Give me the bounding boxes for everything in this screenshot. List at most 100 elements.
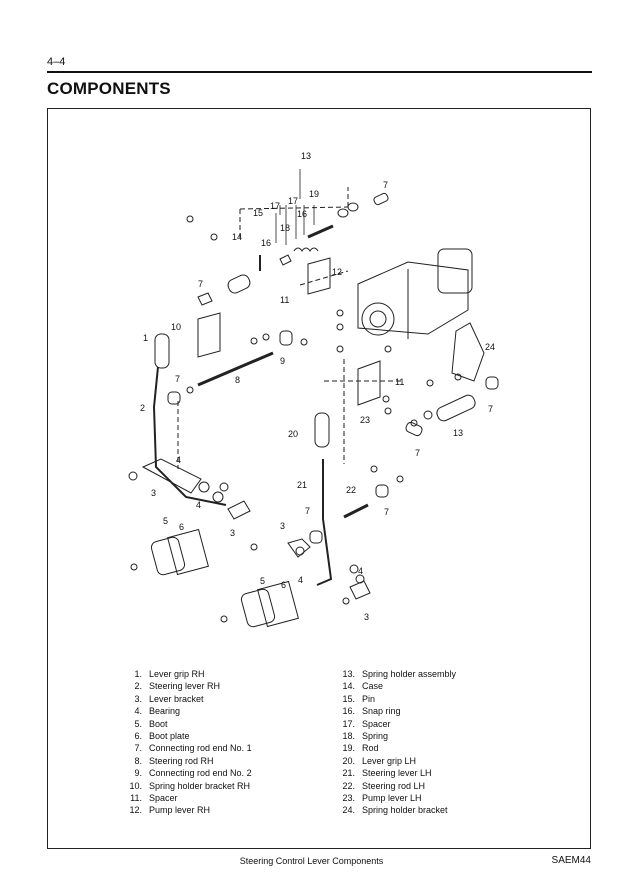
legend-item: 11.Spacer (130, 793, 178, 804)
legend-item: 3.Lever bracket (134, 693, 204, 704)
callout-20: 20 (288, 429, 298, 439)
callout-7b: 7 (198, 279, 203, 289)
legend-item: 14.Case (342, 681, 384, 692)
steering-rod-lh (343, 503, 369, 519)
legend-item: 21.Steering lever LH (342, 768, 432, 779)
legend-right: 13.Spring holder assembly 14.Case 15.Pin… (333, 668, 456, 817)
spring-holder-assembly (436, 394, 476, 422)
legend-item: 15.Pin (342, 693, 376, 704)
figure-frame (47, 108, 591, 849)
case-part (227, 274, 251, 294)
page-number: 4–4 (47, 56, 66, 68)
callout-4c: 4 (358, 566, 363, 576)
legend-item: 18.Spring (342, 731, 389, 742)
callout-11: 11 (280, 295, 289, 305)
callout-1: 1 (143, 333, 148, 343)
callout-5: 5 (163, 516, 168, 526)
legend-item: 6.Boot plate (134, 731, 190, 742)
header-rule (47, 71, 592, 73)
lever-bracket-rh (141, 458, 202, 494)
legend-item: 23.Pump lever LH (342, 793, 422, 804)
legend-item: 1.Lever grip RH (134, 669, 205, 679)
callout-21: 21 (297, 480, 307, 490)
callout-23: 23 (360, 415, 370, 425)
legend-item: 9.Connecting rod end No. 2 (134, 768, 252, 779)
spacer-part (337, 208, 349, 218)
boot-plate-rh (167, 528, 209, 576)
callout-16: 16 (297, 209, 307, 219)
callout-4d: 4 (298, 575, 303, 585)
rod-end-part (373, 192, 389, 206)
legend-item: 20.Lever grip LH (342, 755, 417, 766)
spring-part (293, 247, 319, 252)
legend-item: 16.Snap ring (342, 706, 401, 717)
lever-bracket-lh (287, 538, 311, 558)
page-title: COMPONENTS (47, 79, 171, 98)
spring-holder-bracket-rh (197, 312, 221, 358)
hydraulic-pump (357, 261, 469, 335)
boot-rh (150, 536, 186, 576)
callout-7g: 7 (305, 506, 310, 516)
callout-17b: 17 (288, 196, 298, 206)
figure-caption: Steering Control Lever Components (239, 856, 384, 866)
callout-18: 18 (280, 223, 290, 233)
callout-22: 22 (346, 485, 356, 495)
legend-item: 19.Rod (342, 743, 379, 754)
callout-12: 12 (332, 267, 342, 277)
legend-item: 17.Spacer (342, 718, 391, 729)
callout-19: 19 (309, 189, 319, 199)
callout-6: 6 (179, 522, 184, 532)
callout-7f: 7 (384, 507, 389, 517)
spring-holder-bracket (451, 322, 485, 382)
connecting-rod-end-2 (279, 330, 293, 346)
legend-item: 24.Spring holder bracket (342, 805, 448, 816)
callout-8: 8 (235, 375, 240, 385)
callout-7: 7 (383, 180, 388, 190)
exploded-parts-diagram: 13 7 15 17 17 19 16 18 14 16 12 7 11 10 … (128, 151, 499, 628)
figure-code: SAEM44 (551, 855, 591, 866)
callout-9: 9 (280, 356, 285, 366)
steering-lever-lh (316, 459, 333, 586)
legend-item: 4.Bearing (134, 706, 181, 717)
callout-3b: 3 (230, 528, 235, 538)
spacer-part (347, 202, 359, 212)
legend-item: 10.Spring holder bracket RH (129, 780, 251, 791)
legend-item: 12.Pump lever RH (129, 805, 211, 816)
callout-14: 14 (232, 232, 242, 242)
pump-lever-rh (307, 257, 331, 295)
lever-grip-rh (154, 333, 170, 369)
legend-item: 22.Steering rod LH (342, 780, 426, 791)
callout-11b: 11 (395, 377, 404, 387)
callout-3c: 3 (280, 521, 285, 531)
callout-17: 17 (270, 201, 280, 211)
callout-4b: 4 (196, 500, 201, 510)
legend-item: 7.Connecting rod end No. 1 (134, 743, 252, 754)
callout-3d: 3 (364, 612, 369, 622)
callout-13: 13 (301, 151, 311, 161)
callout-4: 4 (176, 455, 181, 465)
callout-7d: 7 (488, 404, 493, 414)
steering-lever-rh (152, 366, 227, 506)
callout-15: 15 (253, 208, 263, 218)
callout-6b: 6 (281, 580, 286, 590)
boot-lh (240, 588, 276, 628)
legend-item: 2.Steering lever RH (134, 681, 221, 692)
steering-rod-rh (197, 351, 274, 387)
legend-left: 1.Lever grip RH 2.Steering lever RH 3.Le… (120, 668, 252, 817)
callout-16b: 16 (261, 238, 271, 248)
callout-2: 2 (140, 403, 145, 413)
callout-10: 10 (171, 322, 181, 332)
pump-lever-lh (357, 360, 381, 406)
legend-item: 5.Boot (134, 718, 168, 729)
lever-grip-lh (314, 412, 330, 448)
callout-13b: 13 (453, 428, 463, 438)
legend-item: 13.Spring holder assembly (342, 669, 457, 679)
callout-3: 3 (151, 488, 156, 498)
callout-7e: 7 (415, 448, 420, 458)
callout-5b: 5 (260, 576, 265, 586)
boot-plate-lh (257, 580, 299, 628)
snap-ring-part (279, 254, 292, 266)
callout-7c: 7 (175, 374, 180, 384)
legend-item: 8.Steering rod RH (134, 755, 214, 766)
callout-24: 24 (485, 342, 495, 352)
